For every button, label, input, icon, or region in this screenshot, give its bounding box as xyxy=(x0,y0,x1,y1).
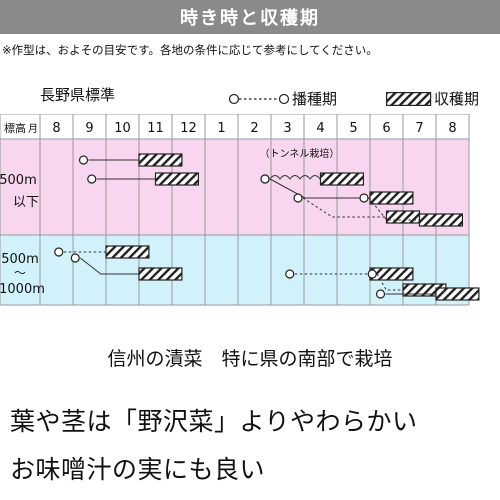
row-label-low-2: 以下 xyxy=(13,195,39,210)
month-label-1: 1 xyxy=(217,121,225,136)
month-label-11: 11 xyxy=(147,121,164,136)
note-text: ※作型は、およその目安です。各地の条件に応じて参考にしてください。 xyxy=(2,43,378,57)
sowing-marker xyxy=(367,269,377,279)
row-label-high-3: 1000m xyxy=(0,282,45,297)
month-label-10: 10 xyxy=(114,121,131,136)
sowing-marker xyxy=(260,174,270,184)
sowing-marker xyxy=(54,247,64,257)
harvest-bar xyxy=(319,172,365,186)
header-altitude: 標高 xyxy=(4,121,26,135)
month-label-3: 3 xyxy=(283,121,291,136)
harvest-bar xyxy=(154,172,200,186)
month-label-7: 7 xyxy=(415,121,423,136)
description-line-1: 葉や茎は「野沢菜」よりやわらかい xyxy=(10,407,418,436)
sowing-marker xyxy=(70,253,80,263)
harvest-bar xyxy=(418,213,464,227)
month-label-8: 8 xyxy=(448,121,456,136)
harvest-bar xyxy=(369,191,414,205)
description-line-2: お味噌汁の実にも良い xyxy=(10,455,266,484)
title-bar: 時き時と収穫期 xyxy=(0,0,500,34)
month-label-2: 2 xyxy=(250,121,258,136)
harvest-bar xyxy=(385,210,421,224)
tunnel-label: （トンネル栽培） xyxy=(260,147,340,160)
sowing-marker xyxy=(293,193,303,203)
sowing-marker xyxy=(78,155,89,165)
legend-harvest-label: 収穫期 xyxy=(434,90,480,108)
harvest-bar xyxy=(138,153,183,167)
harvest-bar xyxy=(105,245,150,259)
schedule-line xyxy=(368,197,420,221)
schedule-line xyxy=(79,257,139,275)
schedule-line xyxy=(376,273,403,291)
month-label-5: 5 xyxy=(349,121,357,136)
row-label-low-1: 500m xyxy=(0,173,37,188)
legend-harvest-icon xyxy=(386,92,432,106)
standard-label: 長野県標準 xyxy=(40,86,116,104)
sowing-marker xyxy=(87,174,97,184)
sowing-marker xyxy=(285,269,295,279)
tunnel-line xyxy=(269,175,321,180)
month-label-12: 12 xyxy=(180,121,197,136)
header-month-unit: 月 xyxy=(28,123,38,135)
sowing-marker xyxy=(375,289,386,299)
schedule-line xyxy=(269,178,370,199)
harvest-bar xyxy=(435,287,480,301)
month-label-6: 6 xyxy=(382,121,390,136)
sowing-marker xyxy=(359,193,369,203)
row-label-high-1: 500m xyxy=(1,252,38,267)
schedule-line xyxy=(302,197,387,218)
page-title: 時き時と収穫期 xyxy=(180,8,320,29)
harvest-bar xyxy=(138,267,183,281)
caption: 信州の漬菜 特に県の南部で栽培 xyxy=(107,348,393,370)
legend-sowing-icon xyxy=(228,93,290,105)
month-label-9: 9 xyxy=(85,121,93,136)
row-label-high-2: 〜 xyxy=(14,266,26,280)
month-label-4: 4 xyxy=(316,121,324,136)
month-label-8: 8 xyxy=(52,121,60,136)
legend-sowing-label: 播種期 xyxy=(292,90,338,108)
